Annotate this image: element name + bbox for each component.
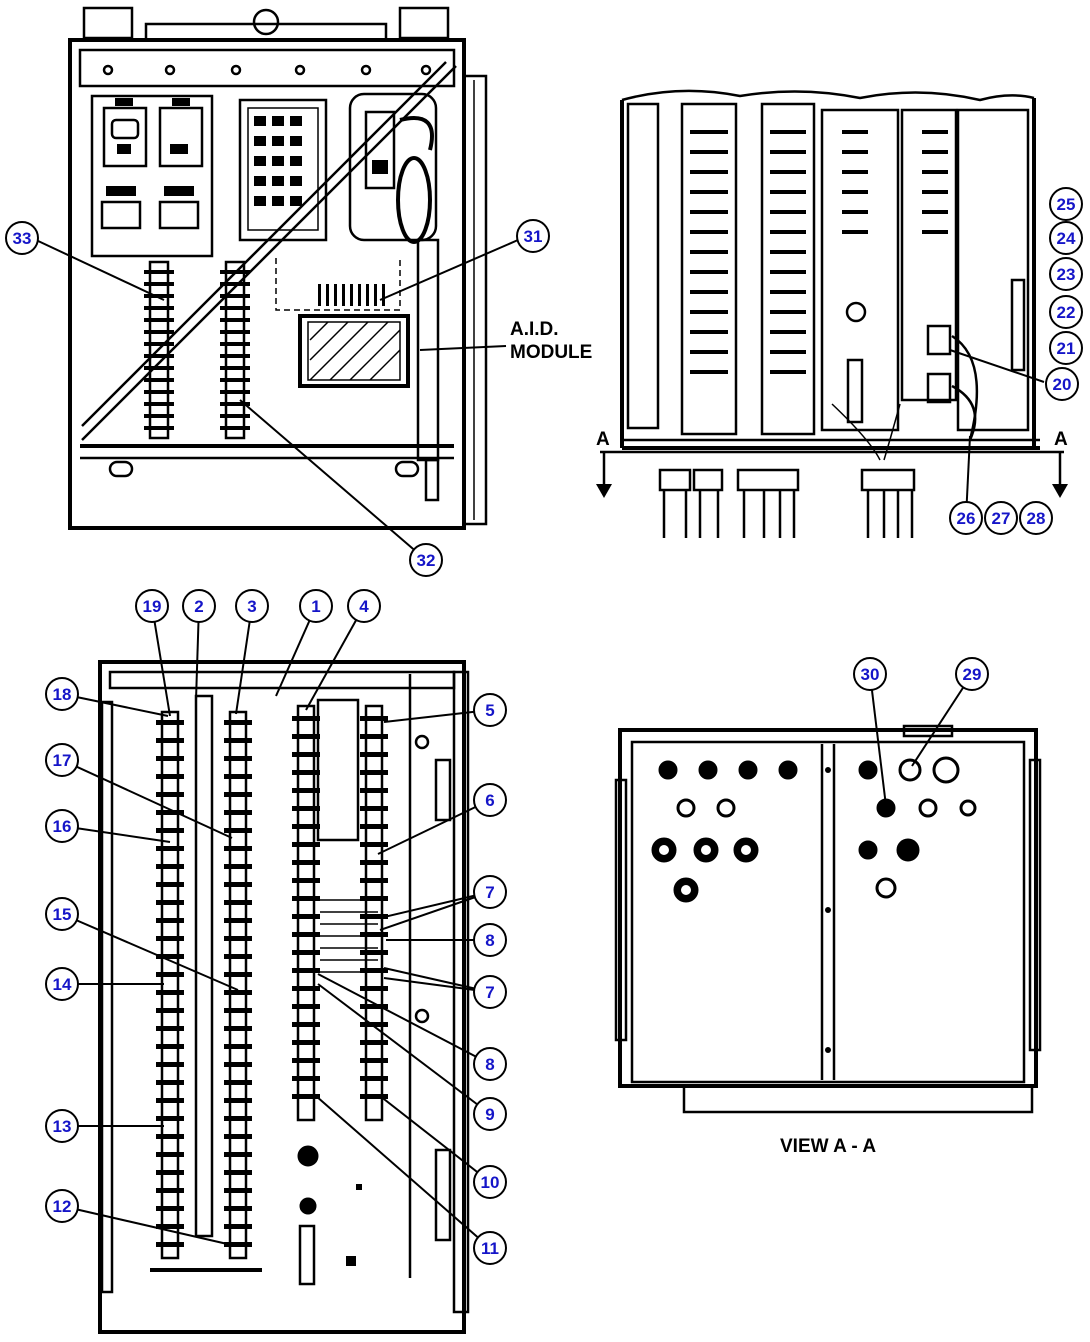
callout-28-label: 28 xyxy=(1027,509,1046,528)
callout-20-label: 20 xyxy=(1053,375,1072,394)
callout-24-label: 24 xyxy=(1057,229,1076,248)
callout-9: 9 xyxy=(473,1097,507,1131)
terminal-strip-left-teeth xyxy=(144,270,174,430)
cabinet-side-view: A A xyxy=(596,89,1068,538)
callout-32-label: 32 xyxy=(417,551,436,570)
callout-23-label: 23 xyxy=(1057,265,1076,284)
aid-module-label-line1: A.I.D. xyxy=(510,319,559,340)
leader-lines xyxy=(35,239,1045,1249)
callout-30: 30 xyxy=(853,657,887,691)
callout-15-label: 15 xyxy=(53,905,72,924)
callout-18-label: 18 xyxy=(53,685,72,704)
callout-1-label: 1 xyxy=(311,597,320,616)
callout-16-label: 16 xyxy=(53,817,72,836)
callout-2: 2 xyxy=(182,589,216,623)
callout-9-label: 9 xyxy=(485,1105,494,1124)
callout-20: 20 xyxy=(1045,367,1079,401)
callout-4-label: 4 xyxy=(359,597,369,616)
terminal-teeth xyxy=(156,716,388,1247)
callout-26: 26 xyxy=(949,501,983,535)
cabinet-open-view xyxy=(68,6,488,530)
callout-25-label: 25 xyxy=(1057,195,1076,214)
callout-6-label: 6 xyxy=(485,791,494,810)
callout-21-label: 21 xyxy=(1057,339,1076,358)
callout-7-lower: 7 xyxy=(473,975,507,1009)
callout-11-label: 11 xyxy=(481,1239,499,1258)
callout-17-label: 17 xyxy=(53,751,72,770)
callout-23: 23 xyxy=(1049,257,1083,291)
callout-27: 27 xyxy=(984,501,1018,535)
callout-4: 4 xyxy=(347,589,381,623)
callout-25: 25 xyxy=(1049,187,1083,221)
callout-22: 22 xyxy=(1049,295,1083,329)
callout-14: 14 xyxy=(45,967,79,1001)
callout-31: 31 xyxy=(516,219,550,253)
callout-3: 3 xyxy=(235,589,269,623)
aid-module-label-line2: MODULE xyxy=(510,342,592,363)
callout-3-label: 3 xyxy=(247,597,256,616)
callout-7-lower-label: 7 xyxy=(485,983,494,1002)
callout-5: 5 xyxy=(473,693,507,727)
callout-13-label: 13 xyxy=(53,1117,72,1136)
callout-12: 12 xyxy=(45,1189,79,1223)
callout-21: 21 xyxy=(1049,331,1083,365)
callout-6: 6 xyxy=(473,783,507,817)
callout-27-label: 27 xyxy=(992,509,1011,528)
callout-10: 10 xyxy=(473,1165,507,1199)
callout-10-label: 10 xyxy=(481,1173,500,1192)
callout-12-label: 12 xyxy=(53,1197,72,1216)
callout-33-label: 33 xyxy=(13,229,32,248)
callout-8-lower-label: 8 xyxy=(485,1055,494,1074)
callout-14-label: 14 xyxy=(53,975,72,994)
callout-17: 17 xyxy=(45,743,79,777)
callout-8-upper-label: 8 xyxy=(485,931,494,950)
callout-28: 28 xyxy=(1019,501,1053,535)
callout-26-label: 26 xyxy=(957,509,976,528)
callout-15: 15 xyxy=(45,897,79,931)
section-marker-right: A xyxy=(1054,429,1068,450)
callout-16: 16 xyxy=(45,809,79,843)
callout-19: 19 xyxy=(135,589,169,623)
callout-13: 13 xyxy=(45,1109,79,1143)
view-caption: VIEW A - A xyxy=(780,1136,876,1157)
callout-18: 18 xyxy=(45,677,79,711)
callout-30-label: 30 xyxy=(861,665,880,684)
terminal-panel-view xyxy=(98,660,470,1334)
callout-1: 1 xyxy=(299,589,333,623)
callout-33: 33 xyxy=(5,221,39,255)
terminal-strip-right-teeth xyxy=(220,270,250,430)
callout-7-upper: 7 xyxy=(473,875,507,909)
section-marker-left: A xyxy=(596,429,610,450)
callout-32: 32 xyxy=(409,543,443,577)
callout-7-upper-label: 7 xyxy=(485,883,494,902)
view-a-a xyxy=(614,724,1042,1114)
callout-11: 11 xyxy=(473,1231,507,1265)
callout-31-label: 31 xyxy=(524,227,543,246)
callout-24: 24 xyxy=(1049,221,1083,255)
callout-8-upper: 8 xyxy=(473,923,507,957)
callout-29-label: 29 xyxy=(963,665,982,684)
callout-19-label: 19 xyxy=(143,597,162,616)
callout-22-label: 22 xyxy=(1057,303,1076,322)
callout-29: 29 xyxy=(955,657,989,691)
callout-5-label: 5 xyxy=(485,701,494,720)
callout-8-lower: 8 xyxy=(473,1047,507,1081)
callout-2-label: 2 xyxy=(194,597,203,616)
